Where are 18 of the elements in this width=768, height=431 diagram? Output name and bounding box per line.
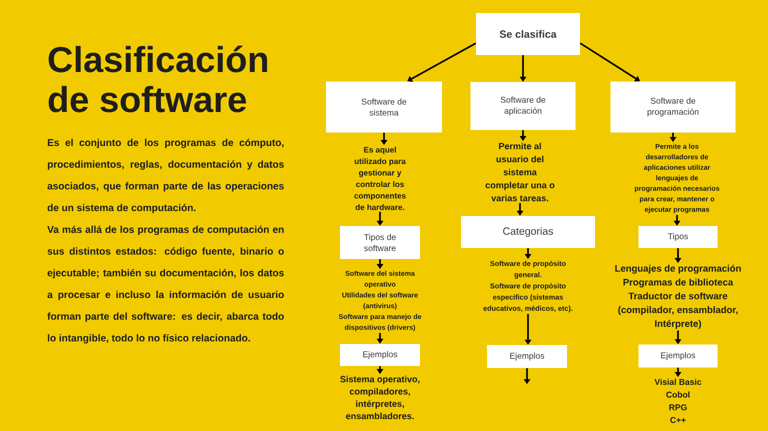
category-box: Tipos bbox=[638, 226, 718, 248]
paragraph: Va más allá de los programas de computación en sus distintos estados: código fuente, binario o ejecutable; también su documentación, los datos a procesar e incluso la información de usuario forman parte del software: es decir, abarca todo lo intangible, todo lo no físico relacionado. bbox=[47, 226, 284, 344]
category-box: Ejemplos bbox=[487, 345, 567, 368]
examples-text: Visial Basic Cobol RPG C++ bbox=[654, 378, 702, 424]
description-text: Es aquel utilizado para gestionar y controlar los componentes de hardware. bbox=[354, 146, 406, 210]
examples-text: Sistema operativo, compiladores, intérpretes, ensambladores. bbox=[340, 376, 420, 420]
category-box: Software de programación bbox=[610, 82, 736, 132]
list-text: Lenguajes de programación Programas de biblioteca Traductor de software (compilador, ensamblador, Intérprete) bbox=[615, 264, 741, 329]
category-box: Tipos de software bbox=[340, 226, 420, 259]
title: Clasificación de software bbox=[48, 46, 268, 112]
category-box: Categorias bbox=[461, 216, 595, 248]
category-box: Software de sistema bbox=[326, 82, 442, 132]
category-box: Software de aplicación bbox=[470, 82, 576, 130]
category-box: Ejemplos bbox=[340, 344, 420, 366]
category-box: Se clasifica bbox=[476, 13, 580, 55]
description-text: Permite al usuario del sistema completar una o varias tareas. bbox=[486, 142, 554, 202]
paragraph: Es el conjunto de los programas de cómputo, procedimientos, reglas, documentación y datos asociados, que forman parte de las operaciones de un sistema de computación. bbox=[48, 138, 284, 214]
category-box: Ejemplos bbox=[638, 344, 718, 368]
